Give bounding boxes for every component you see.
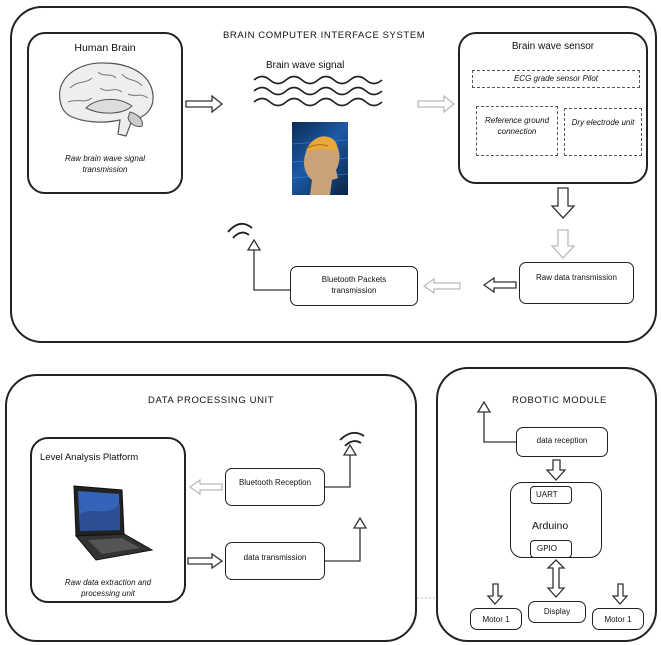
- arrow-sensor-down: [550, 187, 576, 219]
- motor-right-box: [592, 608, 644, 630]
- dpu-caption-2: processing unit: [81, 589, 135, 598]
- sensor-top-box-label: ECG grade sensor Pilot: [513, 74, 599, 83]
- arrow-to-motor-right: [611, 583, 629, 605]
- arrow-brain-to-wave: [185, 94, 224, 114]
- sensor-top-box: [472, 70, 640, 88]
- arrow-reception-to-uart: [545, 459, 567, 481]
- bluetooth-reception-label: Bluetooth Reception: [238, 478, 312, 487]
- arrow-platform-to-datatx: [187, 552, 224, 570]
- brain-image: [52, 58, 160, 140]
- dry-electrode-label: Dry electrode unit: [571, 118, 635, 127]
- wifi-signal-icon: [227, 222, 365, 447]
- data-transmission-label: data transmission: [243, 553, 307, 562]
- reference-ground-box: [476, 106, 558, 156]
- display-box: [528, 601, 586, 623]
- uart-label: UART: [536, 490, 558, 499]
- arrow-wave-to-sensor: [417, 94, 456, 114]
- arrow-reception-to-platform: [188, 478, 223, 496]
- reference-ground-label-1: Reference ground: [484, 116, 550, 125]
- motor-right-label: Motor 1: [604, 615, 632, 624]
- gpio-box: [530, 540, 572, 558]
- data-reception-label: data reception: [536, 436, 588, 445]
- arrow-to-motor-left: [486, 583, 504, 605]
- arrow-gpio-display: [546, 559, 566, 598]
- uart-box: [530, 486, 572, 504]
- bluetooth-packets-label-1: Bluetooth Packets: [321, 275, 387, 284]
- human-brain-title: Human Brain: [74, 42, 136, 54]
- line-reception-to-up: [483, 412, 516, 443]
- arduino-label: Arduino: [532, 520, 569, 532]
- bluetooth-reception-box: [225, 468, 325, 506]
- bci-system-title: BRAIN COMPUTER INTERFACE SYSTEM: [223, 30, 426, 41]
- reference-ground-label-2: connection: [497, 127, 537, 136]
- line-reception-to-antenna: [325, 455, 351, 488]
- data-processing-unit-title: DATA PROCESSING UNIT: [148, 395, 275, 406]
- raw-data-transmission-box: [519, 262, 634, 304]
- dry-electrode-box: [564, 108, 642, 156]
- motor-left-label: Motor 1: [482, 615, 510, 624]
- data-transmission-box: [225, 542, 325, 580]
- arrow-to-raw-data: [550, 229, 576, 259]
- head-brain-image: [292, 122, 348, 195]
- human-brain-caption-2: transmission: [82, 165, 128, 174]
- line-datatx-to-up: [325, 528, 361, 562]
- brain-wave-label: Brain wave signal: [266, 60, 345, 71]
- dpu-caption-1: Raw data extraction and: [64, 578, 152, 587]
- bluetooth-packets-box: [290, 266, 418, 306]
- gpio-label: GPIO: [537, 544, 558, 553]
- raw-data-transmission-label: Raw data transmission: [536, 273, 617, 282]
- arrow-raw-to-left: [482, 276, 517, 294]
- human-brain-caption-1: Raw brain wave signal: [64, 154, 146, 163]
- bluetooth-packets-label-2: transmission: [331, 286, 377, 295]
- line-bt-to-antenna: [253, 250, 290, 291]
- level-analysis-platform-title: Level Analysis Platform: [40, 452, 139, 463]
- brain-wave-sensor-title: Brain wave sensor: [511, 41, 595, 52]
- robotic-module-title: ROBOTIC MODULE: [512, 395, 607, 406]
- display-label: Display: [543, 607, 571, 616]
- brain-wave-signal: [252, 72, 384, 110]
- data-reception-box: [516, 427, 608, 457]
- motor-left-box: [470, 608, 522, 630]
- laptop-image: [66, 484, 154, 564]
- arrow-to-bt-packets: [422, 277, 461, 295]
